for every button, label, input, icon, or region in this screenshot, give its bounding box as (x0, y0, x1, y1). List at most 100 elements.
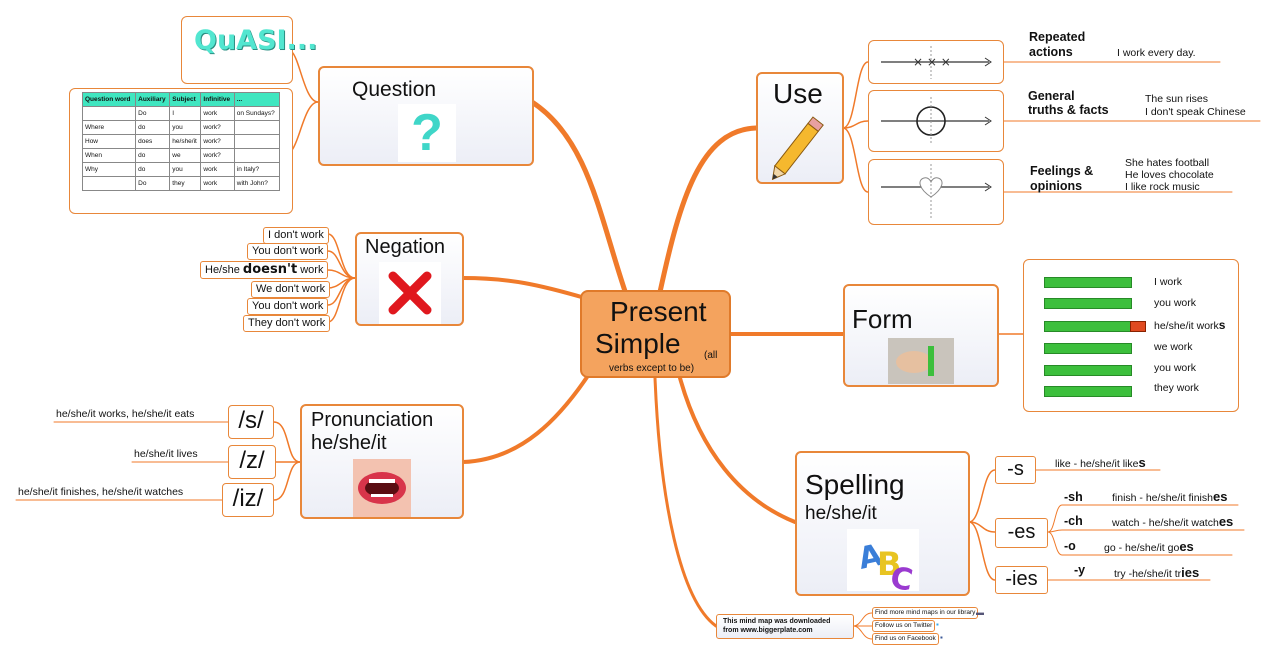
branch-spelling (678, 376, 797, 524)
form-bar-3-ending (1130, 321, 1146, 332)
form-conjugation-box[interactable]: I work you work he/she/it works we work … (1023, 259, 1239, 412)
use-diagram-truths[interactable] (868, 90, 1004, 152)
spelling-o-example: go - he/she/it goes (1104, 539, 1194, 554)
question-table-cell: work (200, 176, 235, 191)
question-table-cell: they (169, 176, 202, 191)
question-table-cell: Do (135, 106, 171, 121)
branch-question (529, 99, 631, 303)
spelling-y-example: try -he/she/it tries (1114, 565, 1199, 580)
use-cat-3-line1: Feelings & (1030, 164, 1094, 178)
branch-pronunciation (461, 363, 597, 464)
form-title: Form (852, 304, 913, 334)
svg-text:B: B (877, 545, 901, 583)
repeated-timeline-icon: × × × (881, 46, 992, 79)
negation-item-6: They don't work (243, 315, 331, 332)
sound-s-tag: /s/ (228, 405, 274, 439)
use-cat-2-example-1: The sun rises (1145, 93, 1209, 105)
question-mark-icon: ? (398, 104, 456, 162)
branch-use (657, 125, 759, 295)
use-cat-2-example-2: I don't speak Chinese (1145, 106, 1246, 118)
question-table-cell: you (169, 162, 202, 177)
question-table-cell (233, 148, 281, 163)
center-node[interactable]: Present Simple (all verbs except to be) (580, 290, 731, 378)
form-bar-3 (1044, 321, 1132, 332)
question-table-cell: on Sundays? (233, 106, 281, 121)
question-table-cell: you (169, 120, 202, 135)
question-table-cell (81, 106, 137, 121)
branch-footer (653, 376, 718, 628)
use-cat-3-example-1: She hates football (1125, 157, 1210, 169)
twitter-link[interactable]: Follow us on Twitter (872, 620, 936, 632)
quasi-box[interactable]: QuASI... (181, 16, 317, 84)
spelling-y-example-end: ies (1181, 565, 1200, 580)
spelling-o-example-end: es (1179, 539, 1194, 554)
truths-timeline-icon (881, 97, 992, 145)
use-node[interactable]: Use (756, 72, 844, 184)
use-cat-2-line1: General (1028, 89, 1075, 103)
center-title-line1: Present (610, 296, 707, 327)
spelling-s-example-end: s (1138, 455, 1146, 470)
spelling-s-example-text: like - he/she/it like (1055, 458, 1139, 470)
spelling-ch-example-end: es (1218, 514, 1234, 529)
form-row-3-suffix: s (1218, 318, 1226, 332)
download-note-line2: from www.biggerplate.com (723, 627, 813, 634)
svg-text:× × ×: × × × (913, 55, 951, 69)
negation-title: Negation (365, 236, 446, 258)
open-mouth-icon (353, 459, 411, 517)
question-table-cell: in Italy? (233, 162, 281, 177)
spelling-ch-example: watch - he/she/it watches (1112, 514, 1233, 529)
use-cat-1-line1: Repeated (1029, 30, 1086, 44)
question-node[interactable]: Question ? (318, 66, 534, 166)
form-row-1: I work (1154, 276, 1183, 288)
spelling-o-example-text: go - he/she/it go (1104, 542, 1180, 554)
question-table-header-cell: Auxiliary (135, 92, 171, 107)
question-table-cell: When (81, 148, 137, 163)
form-row-5: you work (1154, 362, 1197, 374)
spelling-s-example: like - he/she/it likes (1055, 455, 1146, 470)
spelling-es-tag: -es (995, 518, 1048, 548)
spelling-sh-tag: -sh (1064, 490, 1083, 504)
spelling-sh-example: finish - he/she/it finishes (1112, 489, 1227, 504)
spelling-y-tag: -y (1074, 563, 1086, 577)
negation-node[interactable]: Negation (355, 232, 464, 326)
form-row-3: he/she/it works (1154, 318, 1225, 332)
use-cat-3-line2: opinions (1030, 179, 1083, 193)
library-icon: ▬ (976, 608, 984, 617)
library-link[interactable]: Find more mind maps in our library (872, 607, 979, 619)
question-table-cell (233, 120, 281, 135)
question-table-cell: do (135, 162, 171, 177)
form-bar-4 (1044, 343, 1132, 354)
negation-item-3: He/she doesn't work (200, 261, 329, 279)
facebook-link[interactable]: Find us on Facebook (872, 633, 939, 645)
pencil-icon (764, 110, 836, 181)
question-table-cell: How (81, 134, 137, 149)
sound-s-example: he/she/it works, he/she/it eats (56, 408, 195, 420)
question-table-cell: we (169, 148, 202, 163)
question-table-cell: work (200, 106, 235, 121)
pronunciation-node[interactable]: Pronunciation he/she/it (300, 404, 464, 519)
question-title: Question (352, 78, 437, 101)
form-bar-6 (1044, 386, 1132, 397)
branch-negation (461, 276, 587, 300)
form-row-3-base: he/she/it work (1154, 320, 1219, 332)
form-bar-1 (1044, 277, 1132, 288)
question-table-cell: Do (135, 176, 171, 191)
twitter-icon: ▪ (936, 620, 939, 629)
center-title-line2: Simple (595, 328, 681, 359)
question-table-cell (233, 134, 281, 149)
spelling-s-tag: -s (995, 456, 1036, 484)
form-node[interactable]: Form (843, 284, 999, 387)
use-diagram-feelings[interactable] (868, 159, 1004, 225)
red-cross-icon (379, 262, 441, 324)
form-row-6: they work (1154, 382, 1199, 394)
pronunciation-title-2: he/she/it (311, 432, 387, 454)
use-diagram-repeated[interactable]: × × × (868, 40, 1004, 84)
question-table-cell: Why (81, 162, 137, 177)
negation-item-3-verb: work (300, 264, 324, 276)
